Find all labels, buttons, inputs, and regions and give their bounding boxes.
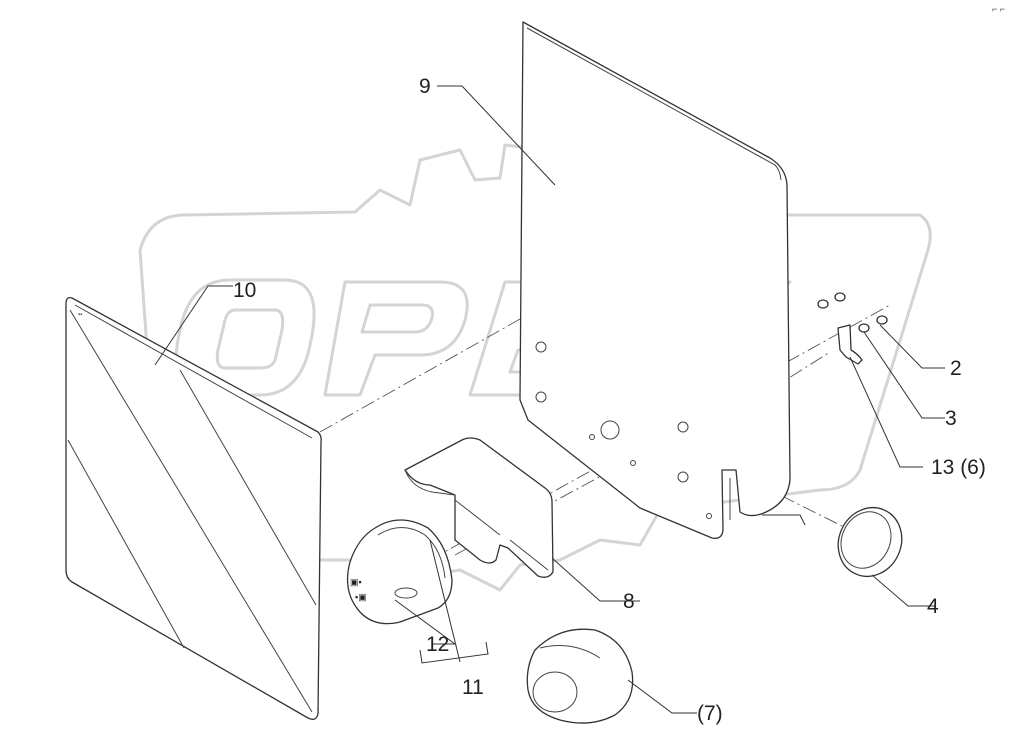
label-part-12: 12 <box>426 633 449 656</box>
leader-lines <box>154 85 945 714</box>
label-part-3: 3 <box>945 407 957 430</box>
part-4-reflector <box>837 507 903 577</box>
panel-tiny-mark: ▪▪ <box>78 312 82 318</box>
label-part-8: 8 <box>623 590 635 613</box>
label-part-11: 11 <box>462 676 484 699</box>
part-13-clip <box>837 324 863 365</box>
label-part-7: (7) <box>697 702 723 725</box>
part-10-warning-panel: ▪▪ <box>65 296 322 720</box>
watermark-letter-p <box>323 280 469 397</box>
part-2-nut <box>834 292 888 325</box>
label-part-9: 9 <box>419 75 431 98</box>
corner-mark: ⌐ ⌐ <box>992 4 1005 14</box>
label-part-4: 4 <box>927 595 939 618</box>
part-7-lamp-cap <box>526 628 634 724</box>
lamp-marking-icon-2: ▪▣ <box>355 592 367 602</box>
label-part-2: 2 <box>950 357 962 380</box>
lamp-marking-icon: ▣▪ <box>350 577 362 587</box>
label-part-10: 10 <box>233 279 256 302</box>
watermark-letter-o <box>174 278 316 397</box>
part-9-mounting-plate <box>519 21 791 539</box>
part-12-lamp: ▣▪ ▪▣ <box>346 519 453 625</box>
part-8-bracket <box>404 437 554 578</box>
callout-labels: 9 10 2 3 13 (6) 8 4 12 11 (7) ⌐ ⌐ <box>233 4 1005 725</box>
label-part-13: 13 (6) <box>931 456 986 479</box>
